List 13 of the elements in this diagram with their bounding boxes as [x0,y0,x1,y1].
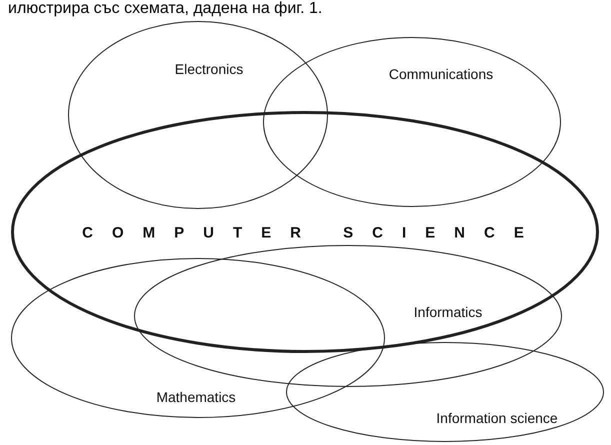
venn-ellipse [68,21,328,209]
set-label: COMPUTER SCIENCE [81,224,543,242]
set-label: Informatics [414,304,482,320]
venn-ellipse [11,258,385,418]
venn-ellipse [11,111,599,353]
venn-ellipse [286,342,604,442]
set-label: Electronics [174,61,244,77]
set-label: Information science [436,410,558,426]
venn-ellipse [263,37,561,207]
venn-ellipse [134,245,562,387]
set-label: Communications [388,66,494,82]
set-label: Mathematics [156,389,236,405]
caption-text: илюстрира със схемата, дадена на фиг. 1. [8,0,322,18]
